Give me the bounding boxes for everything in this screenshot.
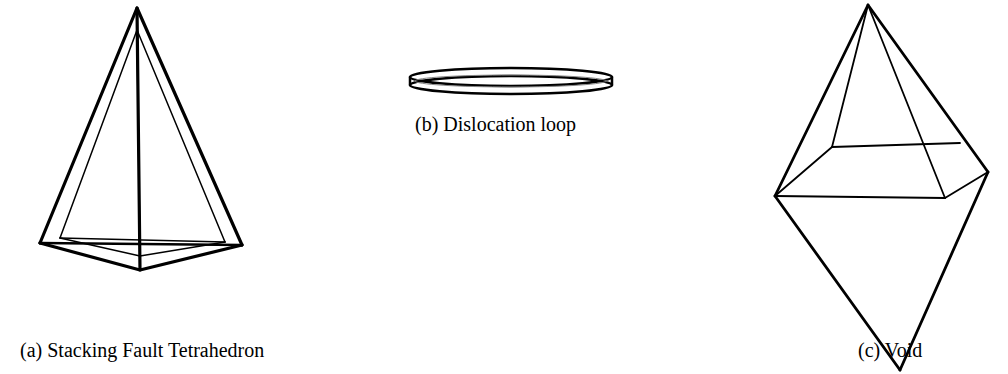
figure-caption: (b) Dislocation loop <box>415 112 576 136</box>
figure-caption: (a) Stacking Fault Tetrahedron <box>20 338 264 362</box>
dislocation-loop <box>410 68 612 94</box>
void-octahedron <box>775 5 988 370</box>
tetrahedron-outline <box>40 8 242 270</box>
figure-caption: (c) Void <box>858 338 922 362</box>
tetrahedron-inner-edges <box>60 30 225 256</box>
